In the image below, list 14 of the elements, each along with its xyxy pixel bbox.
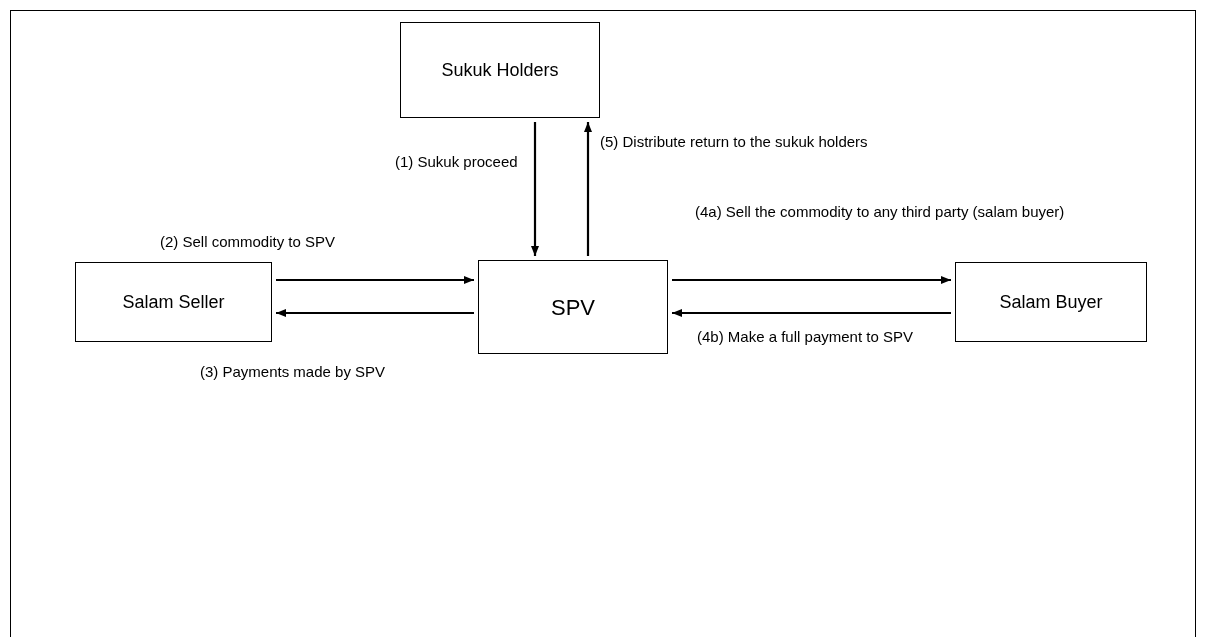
node-label: Salam Seller [122,290,225,314]
arrow [276,309,474,317]
node-label: Salam Buyer [999,290,1103,314]
process-box [955,262,1147,342]
arrow [672,309,951,317]
process-box [75,262,272,342]
arrow [672,276,951,284]
process-box [400,22,600,118]
node-label: Sukuk Holders [441,58,559,82]
arrow [584,122,592,256]
node-label: SPV [551,293,595,322]
process-box [478,260,668,354]
arrow [531,122,539,256]
arrow [276,276,474,284]
